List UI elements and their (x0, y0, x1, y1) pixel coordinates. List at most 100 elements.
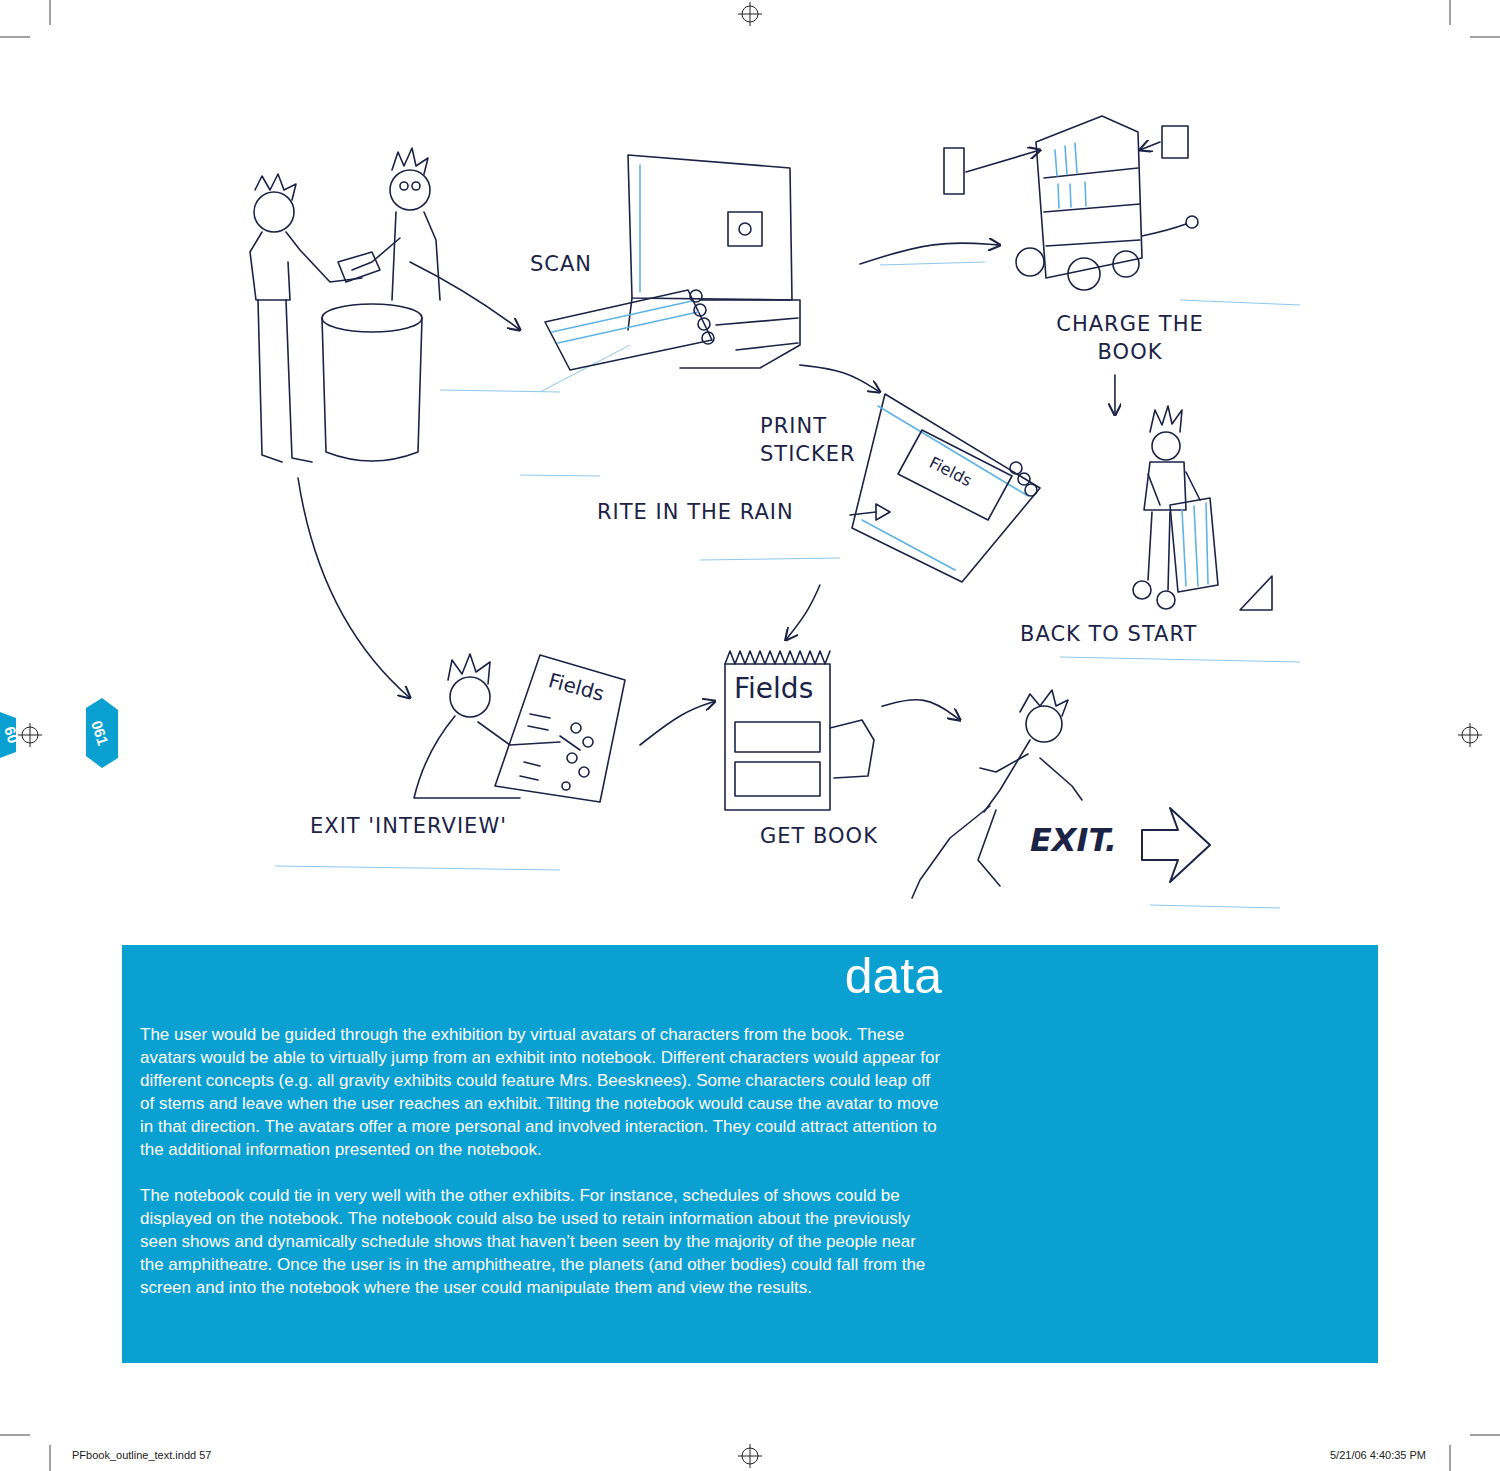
page-number: 061 (87, 718, 112, 747)
sticker-text-holder: Fields (926, 453, 975, 490)
flow-step: CHARGE THE BOOK (1000, 110, 1260, 375)
page-number: 60 (0, 724, 22, 745)
desk-scene-sketch (286, 232, 362, 282)
notebook-sketch (862, 406, 1028, 570)
desk-scene-sketch (254, 192, 294, 232)
book-machine-sketch (735, 722, 820, 752)
book-machine-sketch (725, 651, 830, 664)
book-cart-sketch (1140, 142, 1160, 150)
step-caption: SCAN (530, 250, 592, 278)
book-machine-sketch (735, 762, 820, 796)
slug-filename: PFbook_outline_text.indd 57 (72, 1449, 211, 1462)
scanner-sketch (739, 223, 751, 235)
book-machine-sketch (725, 664, 830, 810)
book-cart-sketch (1036, 116, 1142, 278)
callout-label: RITE IN THE RAIN (597, 500, 794, 525)
flow-arrow (1114, 375, 1116, 415)
page-tab (0, 698, 118, 768)
step-caption: BACK TO START (1020, 620, 1197, 648)
desk-scene-sketch (286, 300, 312, 462)
flow-arrow-sketch (298, 478, 410, 698)
desk-scene-sketch (400, 182, 408, 190)
person-with-cart-sketch (1152, 432, 1180, 460)
desk-scene-sketch (258, 300, 282, 462)
running-person-sketch (1142, 808, 1210, 882)
desk-scene-sketch (352, 238, 400, 270)
step-caption: EXIT. (1030, 820, 1117, 860)
notebook-sketch (1018, 473, 1030, 485)
flow-arrow-sketch (298, 262, 520, 698)
step-caption: PRINT STICKER (760, 412, 885, 468)
scanner-sketch (545, 290, 712, 370)
desk-scene-sketch (250, 148, 440, 462)
desk-scene-sketch (392, 212, 440, 300)
person-with-clipboard-sketch (414, 654, 625, 802)
person-with-clipboard-sketch (450, 677, 490, 717)
step-caption: EXIT 'INTERVIEW' (310, 812, 507, 840)
paper-rule (275, 262, 1300, 908)
book-cart-sketch (944, 148, 964, 194)
flow-step: EXIT 'INTERVIEW' (300, 640, 640, 850)
registration-mark (18, 2, 1482, 1468)
scanner-sketch (716, 318, 798, 350)
notebook-sketch (1010, 462, 1022, 474)
panel-heading: data (140, 947, 942, 1005)
notebook-sketch (876, 504, 890, 520)
book-cart-sketch (944, 116, 1198, 290)
book-cart-sketch (1068, 258, 1100, 290)
person-with-cart-sketch (1133, 406, 1272, 610)
person-with-clipboard-sketch (567, 753, 577, 763)
panel-paragraph: The user would be guided through the exh… (140, 1023, 942, 1161)
book-cart-sketch (1016, 248, 1044, 276)
person-with-cart-sketch (1150, 406, 1182, 432)
flow-arrow (800, 365, 880, 392)
slug-timestamp-holder: 5/21/06 4:40:35 PM (1330, 1449, 1426, 1462)
person-with-cart-sketch (1240, 576, 1272, 610)
registration-mark (738, 2, 762, 26)
running-person-sketch (1026, 706, 1062, 742)
person-with-clipboard-sketch (520, 714, 550, 780)
flow-arrow (860, 243, 1000, 264)
callout-label-holder: RITE IN THE RAIN (597, 500, 794, 525)
book-cart-sketch (1186, 216, 1198, 228)
person-with-cart-sketch (1148, 512, 1170, 590)
notebook-sketch (850, 394, 1040, 582)
page-tab (86, 698, 118, 768)
flow-arrow (640, 701, 715, 745)
person-with-clipboard-sketch (562, 782, 570, 790)
book-cart-sketch (1162, 126, 1188, 158)
person-with-clipboard-sketch (579, 767, 589, 777)
scanner-sketch (628, 298, 800, 368)
person-with-clipboard-sketch (448, 654, 490, 684)
notebook-sketch (898, 430, 1012, 520)
running-person-sketch (1020, 690, 1068, 716)
person-with-clipboard-sketch (583, 737, 593, 747)
flow-arrow-sketch (410, 262, 520, 330)
step-caption: CHARGE THE BOOK (1030, 310, 1230, 366)
person-with-clipboard-sketch (414, 716, 520, 798)
book-cart-sketch (966, 150, 1040, 172)
running-person-sketch (984, 740, 1030, 812)
scanner-sketch (690, 290, 702, 302)
desk-scene-sketch (250, 232, 290, 300)
person-with-clipboard-sketch (495, 655, 625, 802)
scanner-sketch (698, 318, 710, 330)
sticker-text: Fields (926, 453, 975, 490)
desk-scene-sketch (390, 170, 430, 210)
person-with-cart-sketch (1157, 591, 1175, 609)
desk-scene-sketch (412, 182, 420, 190)
desk-scene-sketch (338, 252, 380, 282)
scanner-sketch (628, 155, 792, 300)
book-cart-sketch (1142, 224, 1186, 236)
person-with-clipboard-sketch (571, 723, 581, 733)
book-cart-sketch (1055, 143, 1086, 208)
scanner-sketch (639, 165, 641, 292)
running-person-sketch (912, 690, 1210, 898)
clipboard-text: Fields (546, 668, 607, 706)
scanner-sketch (702, 332, 714, 344)
registration-mark (738, 1444, 762, 1468)
flow-step: BACK TO START (1010, 415, 1300, 652)
